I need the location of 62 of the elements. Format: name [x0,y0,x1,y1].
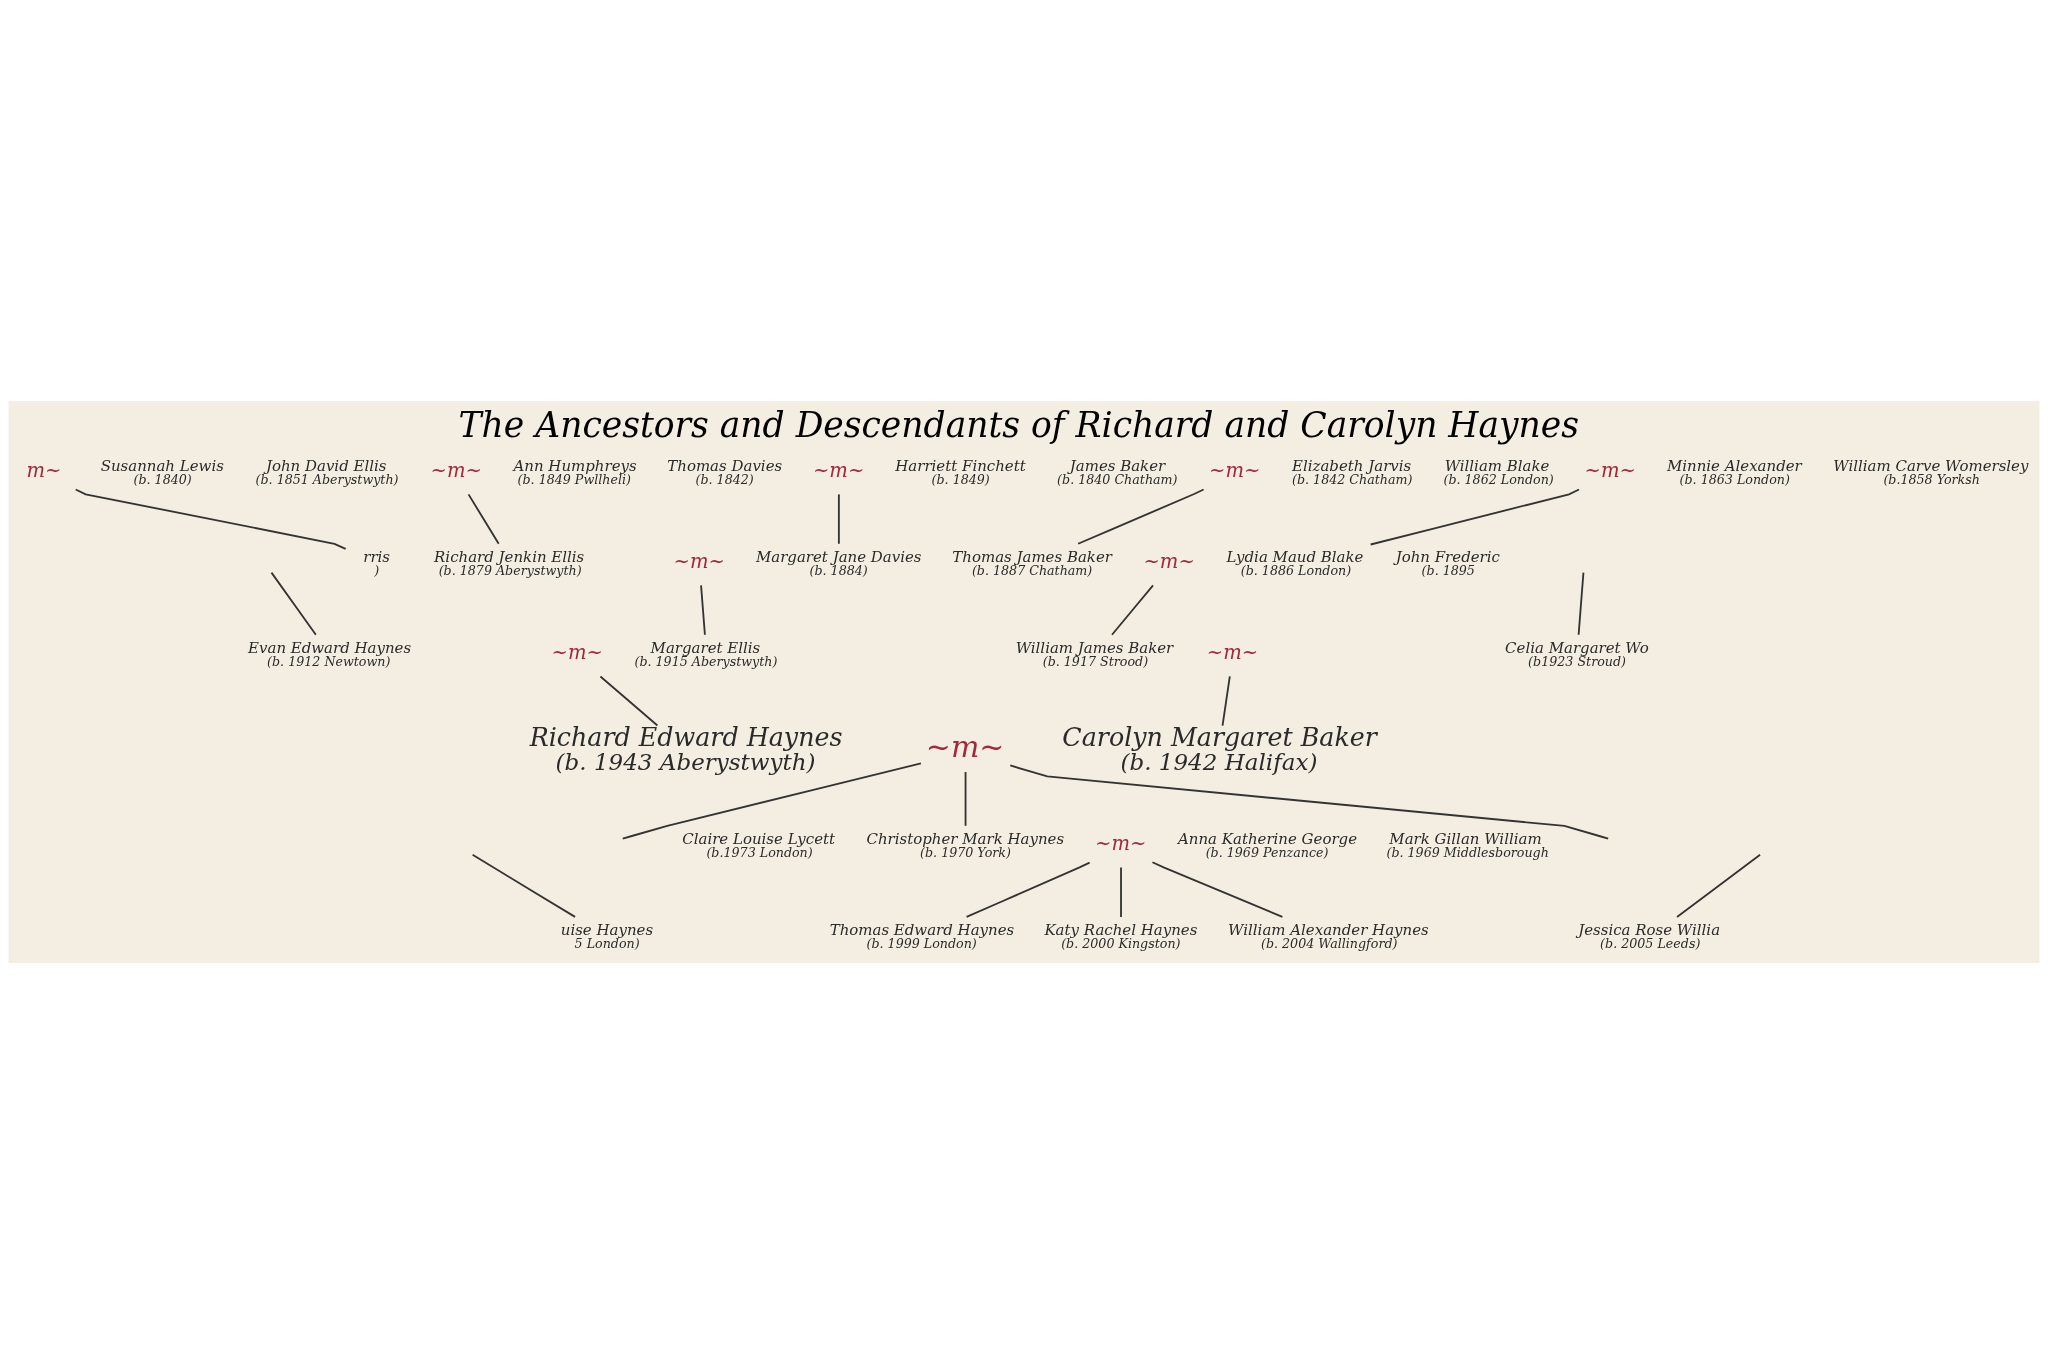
node-text: Anna Katherine George (b. 1969 Penzance) [1178,829,1358,860]
connector [621,762,922,840]
connector [1676,853,1761,918]
node-text: Thomas James Baker (b. 1887 Chatham) [952,547,1112,578]
node-text: Richard Edward Haynes (b. 1943 Aberystwyth) [529,722,843,775]
node-text: Thomas Davies (b. 1842) [667,456,783,487]
node-text: uise Haynes 5 London) [560,920,654,951]
connector [270,571,317,636]
connector [1077,488,1205,545]
connector [1009,764,1610,840]
connector [1577,571,1585,636]
node-text: ~m~ [1209,459,1261,483]
node-text: Thomas Edward Haynes (b. 1999 London) [829,920,1015,951]
node-text: ~m~ [1143,550,1195,574]
node-text: Claire Louise Lycett (b.1973 London) [682,829,836,860]
connector [467,493,500,545]
connector [1151,861,1284,918]
node-text: Carolyn Margaret Baker (b. 1942 Halifax) [1062,722,1377,775]
connector [1369,488,1580,546]
node-text: William Carve Womersley (b.1858 Yorksh [1833,456,2029,487]
node-text: m~ [26,459,62,483]
node-text: Katy Rachel Haynes (b. 2000 Kingston) [1044,920,1198,951]
connector [1120,866,1122,918]
connector [965,861,1091,918]
node-text: Minnie Alexander (b. 1863 London) [1666,456,1802,487]
node-text: Susannah Lewis (b. 1840) [100,456,224,487]
node-text: Elizabeth Jarvis (b. 1842 Chatham) [1292,456,1413,487]
node-text: Richard Jenkin Ellis (b. 1879 Aberystwyth) [434,547,585,578]
node-text: ~m~ [551,641,603,665]
node-text: William James Baker (b. 1917 Strood) [1015,638,1174,669]
node-text: James Baker (b. 1840 Chatham) [1057,456,1178,487]
node-text: ~m~ [925,729,1005,765]
node-text: ~m~ [1206,641,1259,665]
connector [964,771,967,827]
node-text: Christopher Mark Haynes (b. 1970 York) [866,829,1065,860]
node-text: Harriett Finchett (b. 1849) [895,456,1026,487]
node-text: ~m~ [1584,459,1636,483]
node-text: William Blake (b. 1862 London) [1443,456,1554,487]
connector [700,584,706,636]
connector [74,488,347,550]
node-text: Evan Edward Haynes (b. 1912 Newtown) [248,638,412,669]
diagram-title: The Ancestors and Descendants of Richard and Carolyn Haynes [458,404,1579,445]
node-text: ~m~ [430,459,482,483]
node-text: William Alexander Haynes (b. 2004 Wallingford) [1228,920,1429,951]
node-text: Celia Margaret Wo (b1923 Stroud) [1505,638,1649,669]
node-text: Margaret Jane Davies (b. 1884) [755,547,922,578]
node-text: rris ) [363,547,391,578]
node-text: John David Ellis (b. 1851 Aberystwyth) [255,456,399,487]
node-text: John Frederic (b. 1895 [1395,547,1500,578]
node-text: Jessica Rose Willia (b. 2005 Leeds) [1578,920,1721,951]
connector [1221,675,1231,727]
connector [1111,584,1154,636]
node-text: Ann Humphreys (b. 1849 Pwllheli) [513,456,637,487]
connector [599,675,659,727]
connector [837,493,840,545]
node-text: ~m~ [673,550,725,574]
node-text: Mark Gillan William (b. 1969 Middlesborough [1386,829,1549,860]
node-text: Lydia Maud Blake (b. 1886 London) [1226,547,1364,578]
node-text: ~m~ [1095,832,1147,856]
node-text: Margaret Ellis (b. 1915 Aberystwyth) [634,638,778,669]
node-text: ~m~ [812,459,865,483]
connector [471,853,576,918]
